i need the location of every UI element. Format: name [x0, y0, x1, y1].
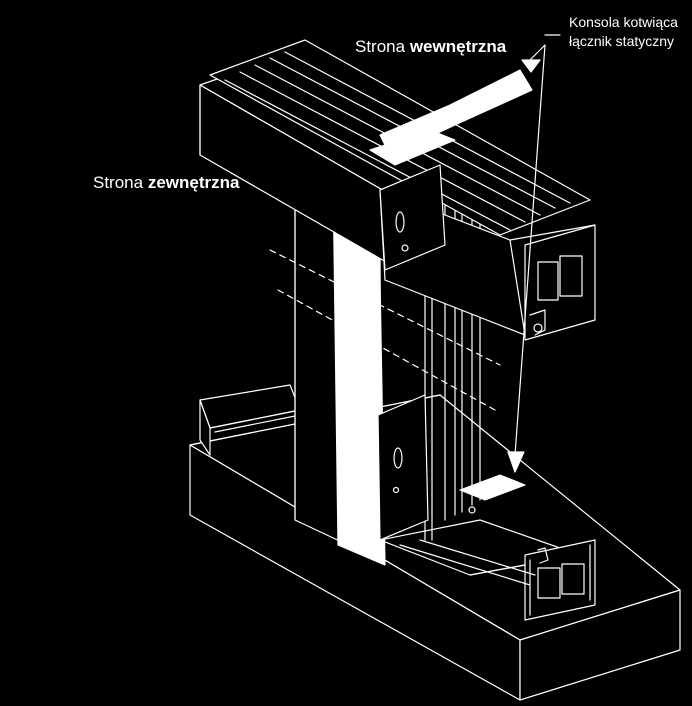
leader-arrows [507, 34, 561, 473]
lower-anchor-bracket [377, 394, 526, 541]
label-inner-emph: wewnętrzna [409, 37, 507, 56]
bottom-window-frame [199, 384, 596, 621]
label-outer-side: Strona zewnętrzna [93, 174, 239, 191]
upper-anchor-bracket [369, 69, 533, 271]
label-outer-prefix: Strona [93, 173, 144, 192]
label-inner-prefix: Strona [355, 37, 406, 56]
label-bracket-line1: Konsola kotwiąca [569, 14, 678, 30]
label-inner-side: Strona wewnętrzna [355, 38, 506, 55]
label-bracket-line2: łącznik statyczny [569, 33, 675, 49]
break-lines [269, 249, 501, 411]
label-outer-emph: zewnętrzna [147, 173, 240, 192]
